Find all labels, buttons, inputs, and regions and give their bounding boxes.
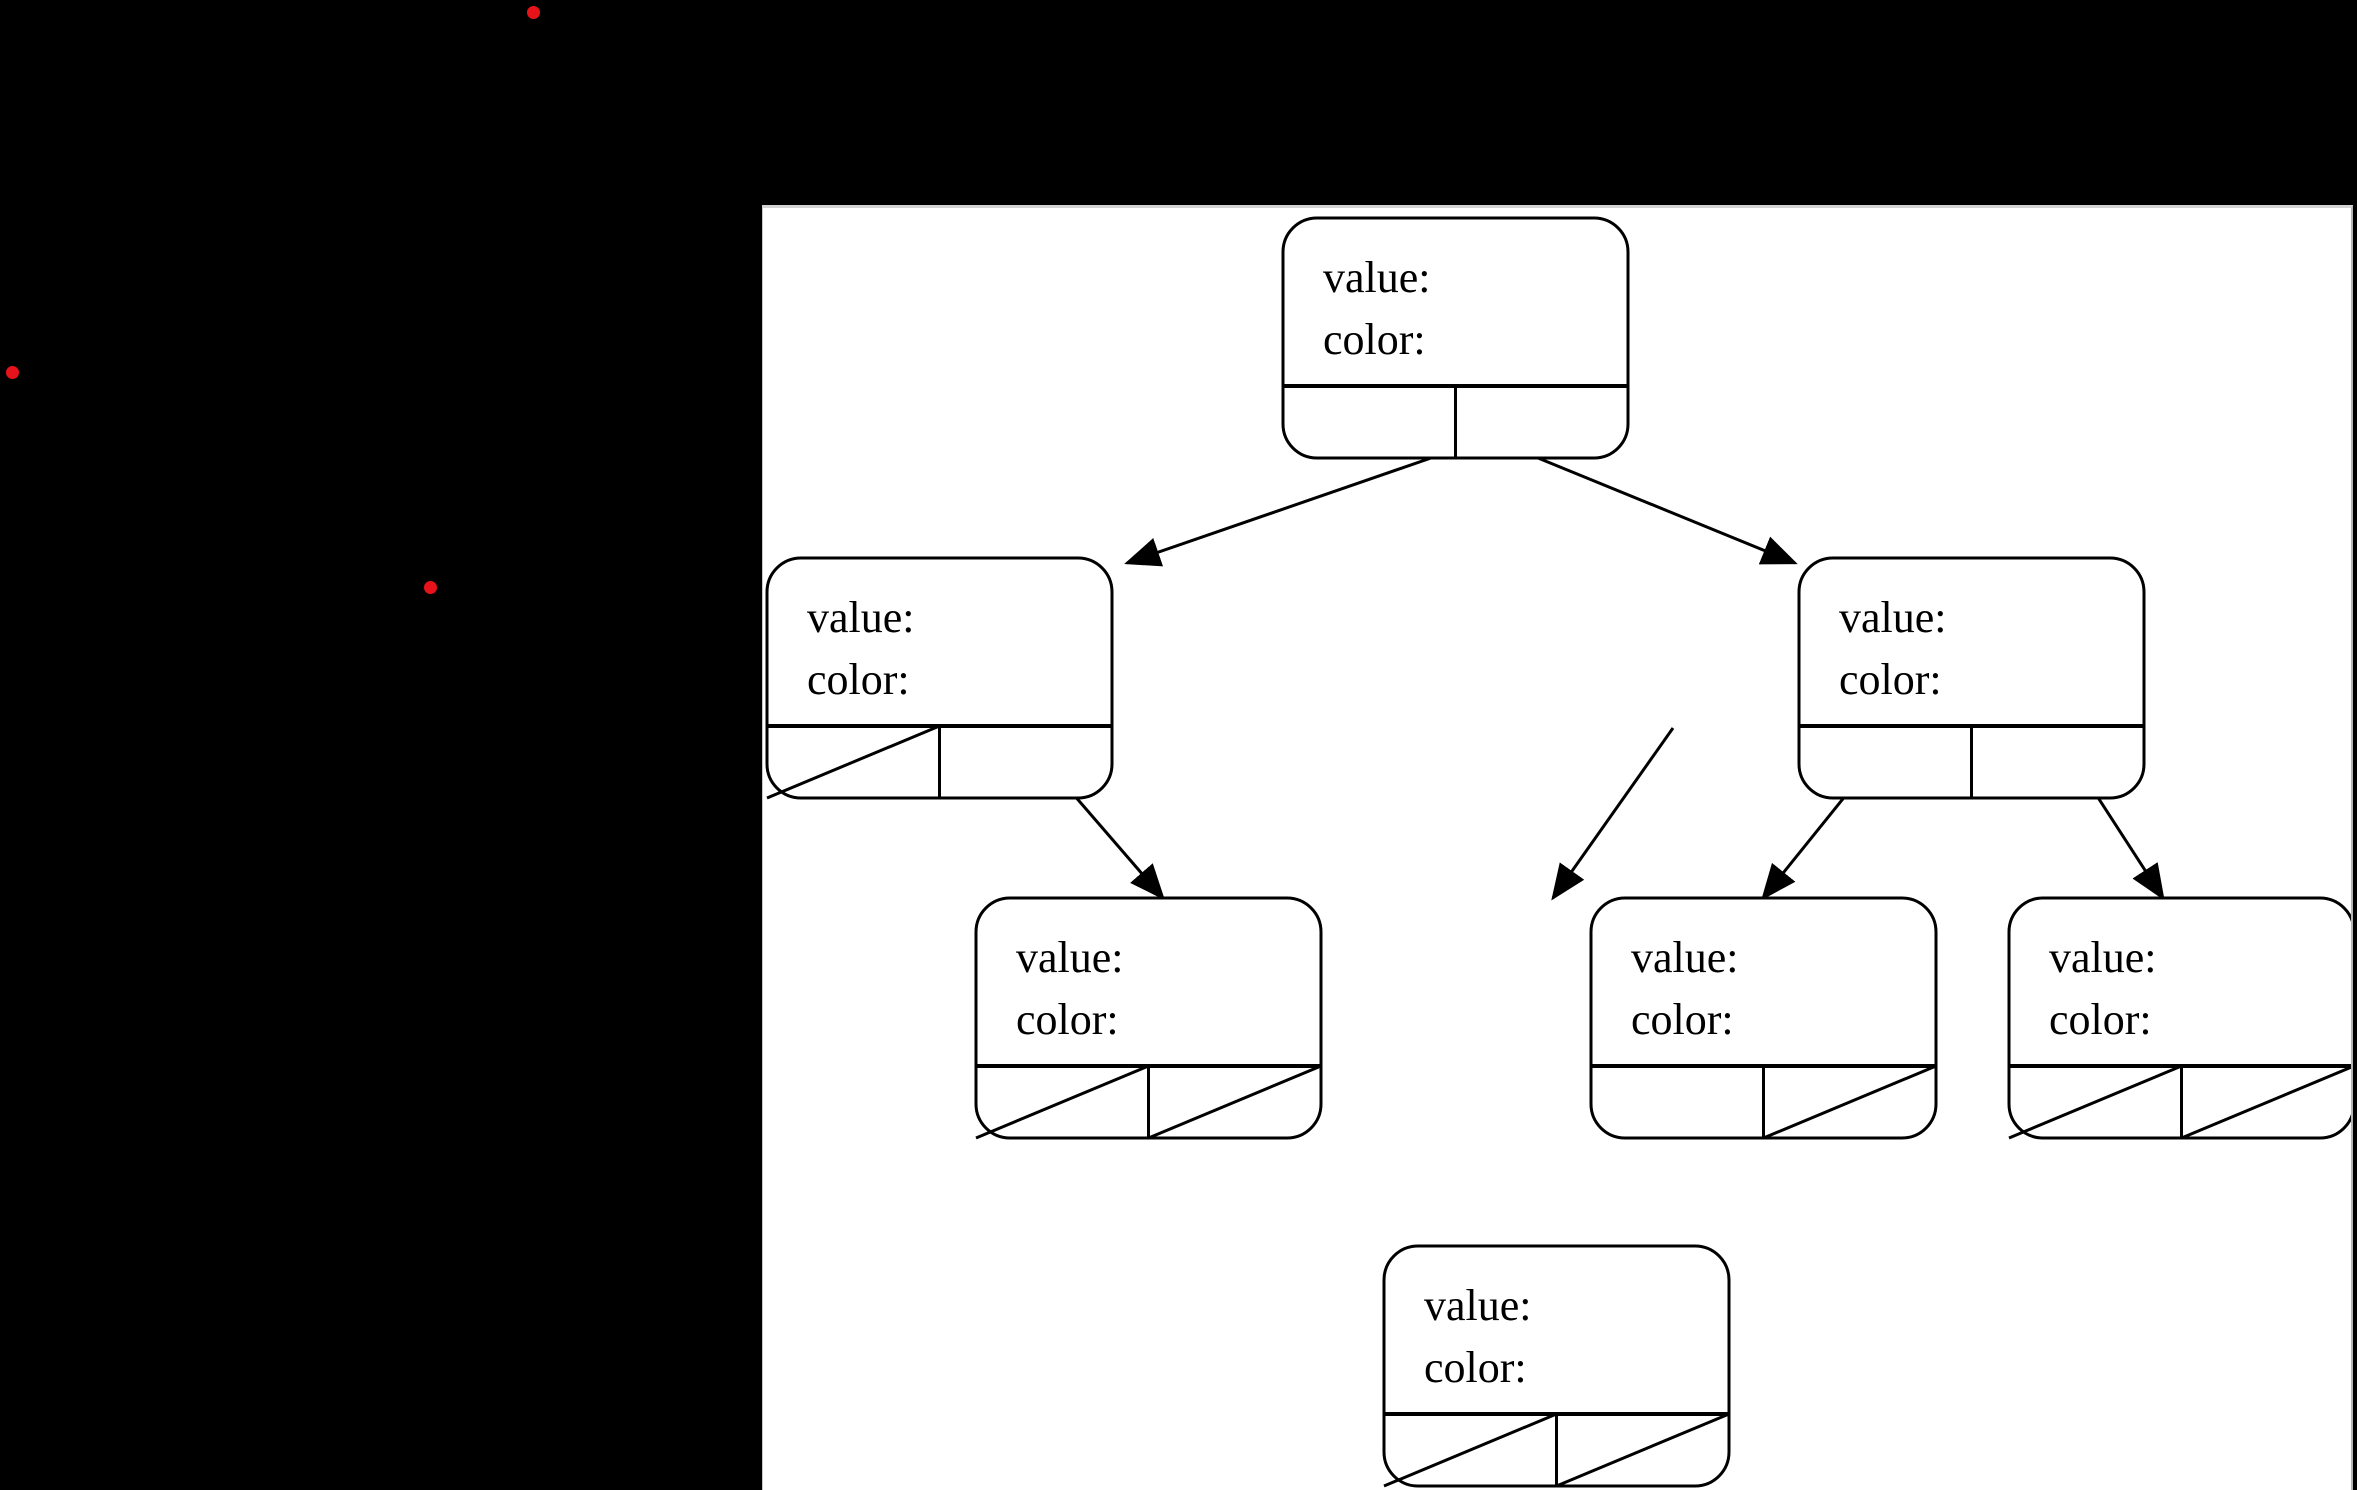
binary-tree-svg xyxy=(765,216,2353,1488)
tree-node-right-left[interactable] xyxy=(1589,896,1938,1140)
tree-node-root[interactable] xyxy=(1281,216,1630,460)
edge-rl-to-child xyxy=(1551,727,1675,901)
marker-dot-mid xyxy=(424,581,437,594)
tree-node-left-right-left-null-slash xyxy=(975,1064,1150,1140)
tree-node-left[interactable] xyxy=(765,556,1114,800)
diagram-viewer-panel[interactable]: value:color:value:color:value:color:valu… xyxy=(762,205,2353,1490)
tree-diagram-surface[interactable]: value:color:value:color:value:color:valu… xyxy=(763,208,2351,1490)
marker-dot-left xyxy=(6,366,19,379)
marker-dot-top xyxy=(527,6,540,19)
tree-node-deepest[interactable] xyxy=(1382,1244,1731,1488)
edge-root-to-right xyxy=(1537,456,1798,565)
tree-node-right[interactable] xyxy=(1797,556,2146,800)
tree-node-deepest-right-null-slash xyxy=(1555,1412,1730,1488)
tree-node-left-right-right-null-slash xyxy=(1147,1064,1322,1140)
tree-node-deepest-left-null-slash xyxy=(1383,1412,1558,1488)
tree-nodes-group xyxy=(765,216,2353,1488)
tree-node-right-right-right-null-slash xyxy=(2180,1065,2351,1140)
tree-node-right-left-right-null-slash xyxy=(1762,1064,1937,1140)
tree-edges-group xyxy=(1014,456,2165,901)
tree-node-left-left-null-slash xyxy=(766,724,941,800)
tree-node-right-right-left-null-slash xyxy=(2008,1064,2183,1140)
tree-node-right-right[interactable] xyxy=(2007,896,2353,1140)
tree-node-left-right[interactable] xyxy=(974,896,1323,1140)
edge-root-to-left xyxy=(1124,456,1432,567)
